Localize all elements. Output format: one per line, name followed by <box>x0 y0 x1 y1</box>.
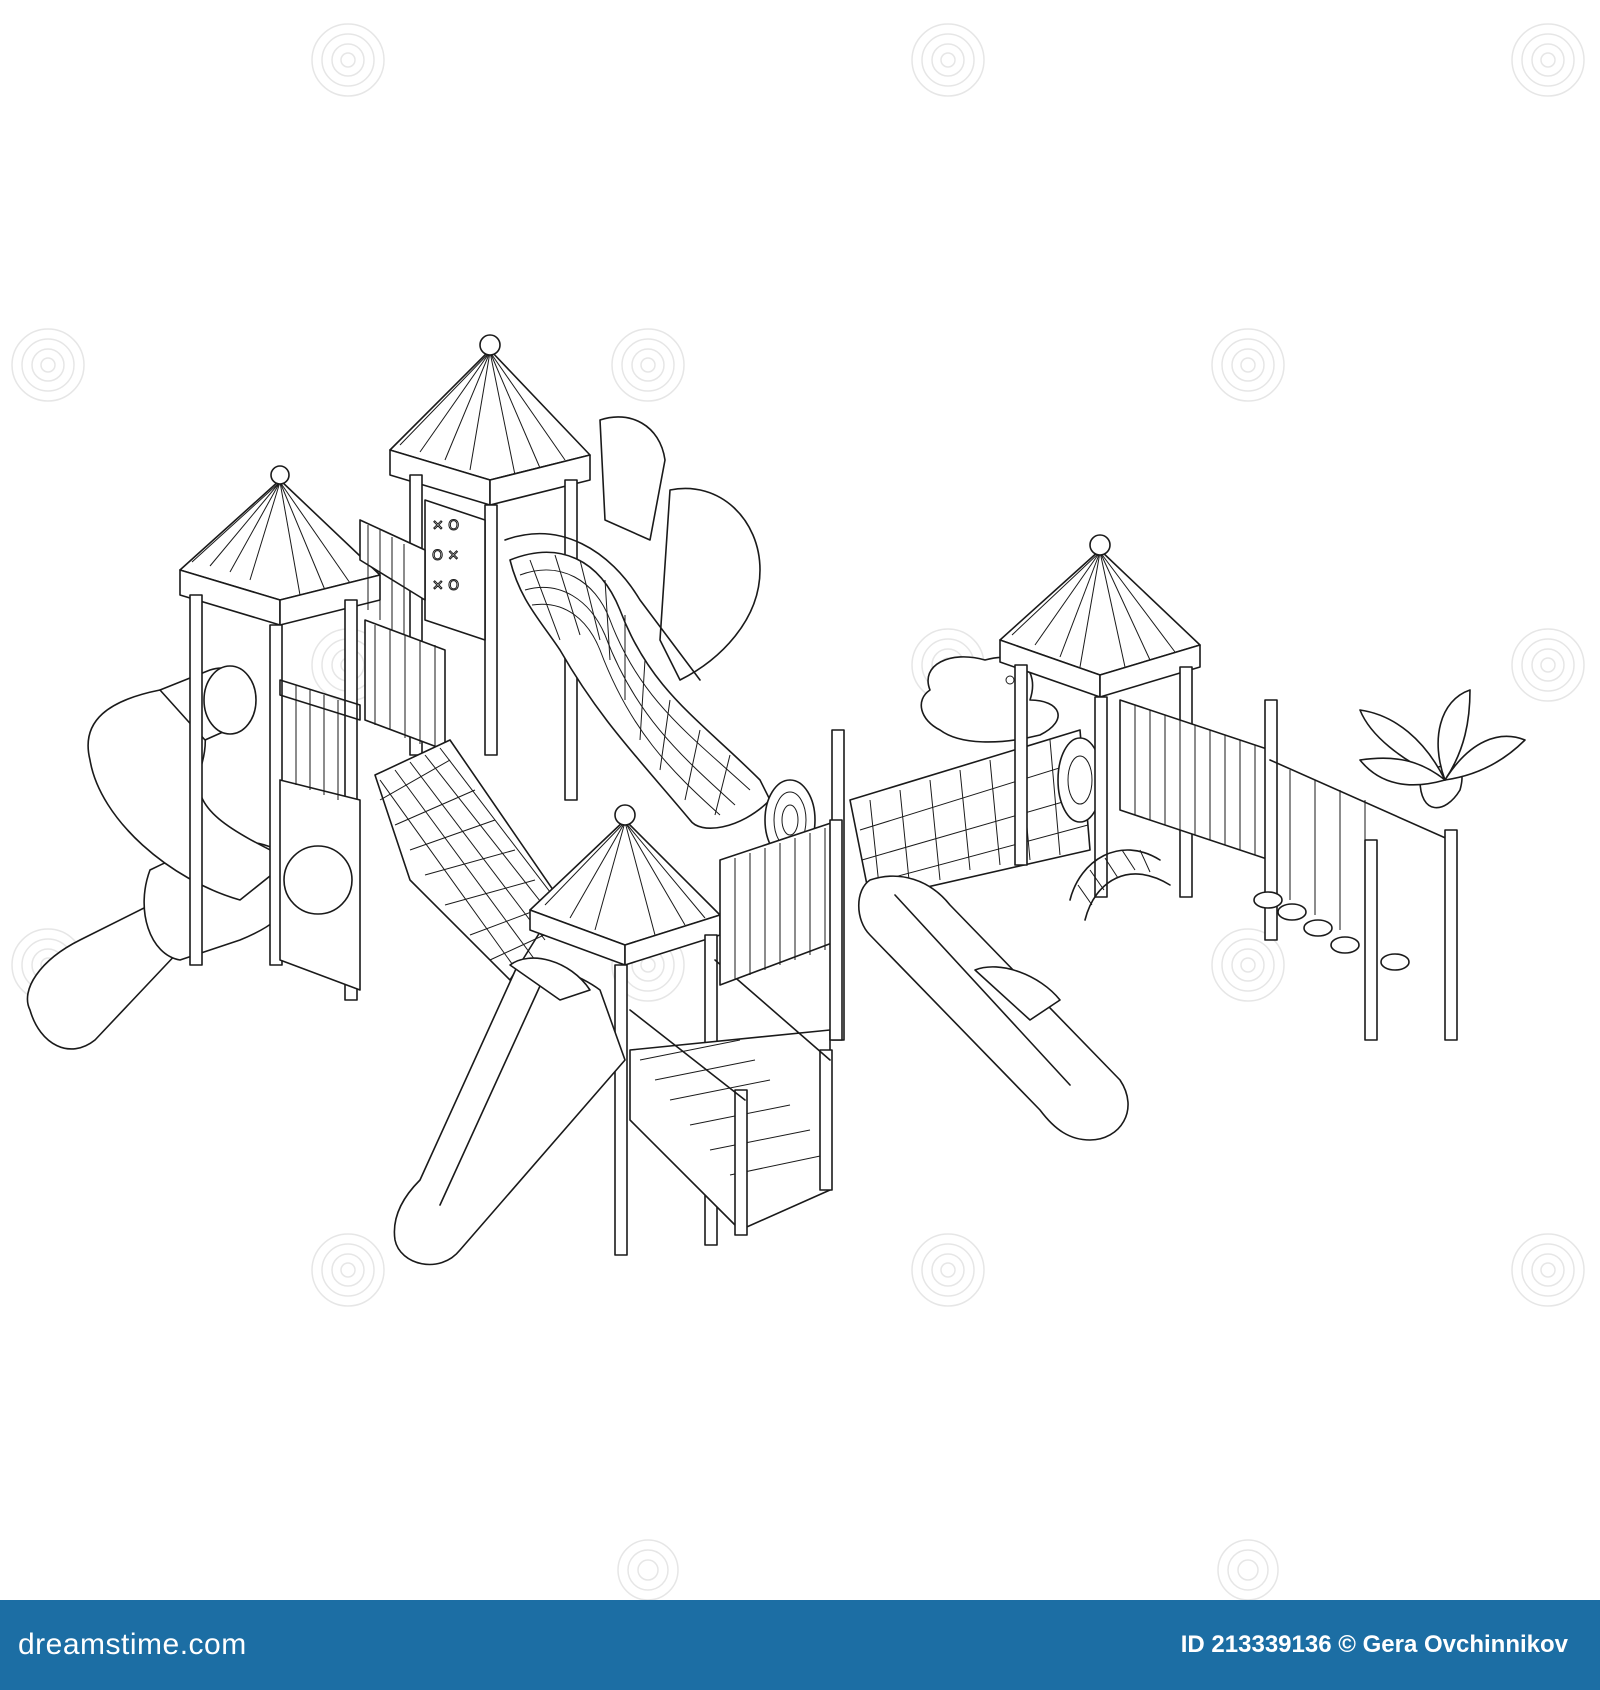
copyright-symbol: © <box>1338 1631 1356 1658</box>
right-tower <box>999 534 1278 941</box>
footer-bar: dreamstime.com ID 213339136 © Gera Ovchi… <box>0 1600 1600 1690</box>
image-id: ID 213339136 <box>1180 1631 1332 1658</box>
front-straight-slide <box>393 957 626 1266</box>
arch-ladder <box>1069 849 1171 921</box>
playground-drawing: ✕ O O ✕ ✕ O <box>11 23 1585 1600</box>
author-name: Gera Ovchinnikov <box>1362 1631 1568 1658</box>
image-credit: ID 213339136 © Gera Ovchinnikov <box>1181 1631 1568 1659</box>
right-slide <box>858 875 1129 1141</box>
brand-logo[interactable]: dreamstime.com <box>18 1628 247 1662</box>
svg-text:O ✕: O ✕ <box>432 548 459 564</box>
middle-net-tunnel <box>849 729 1103 901</box>
rope-net-bridge <box>374 739 561 981</box>
left-tube-slide <box>26 665 299 1050</box>
illustration: ✕ O O ✕ ✕ O <box>11 23 1585 1600</box>
svg-text:✕ O: ✕ O <box>432 518 459 534</box>
net-tunnel-slide <box>504 532 816 861</box>
brand-name: dreamstime.com <box>18 1628 247 1661</box>
middle-deck-fence <box>719 729 845 1041</box>
swing-steps <box>1253 759 1458 1041</box>
palm-tree-decoration <box>1359 689 1526 809</box>
svg-text:✕ O: ✕ O <box>432 578 459 594</box>
left-tower <box>179 465 381 1001</box>
front-tower <box>529 804 833 1256</box>
center-tower: ✕ O O ✕ ✕ O <box>359 334 591 801</box>
back-tube-slide <box>599 416 761 681</box>
